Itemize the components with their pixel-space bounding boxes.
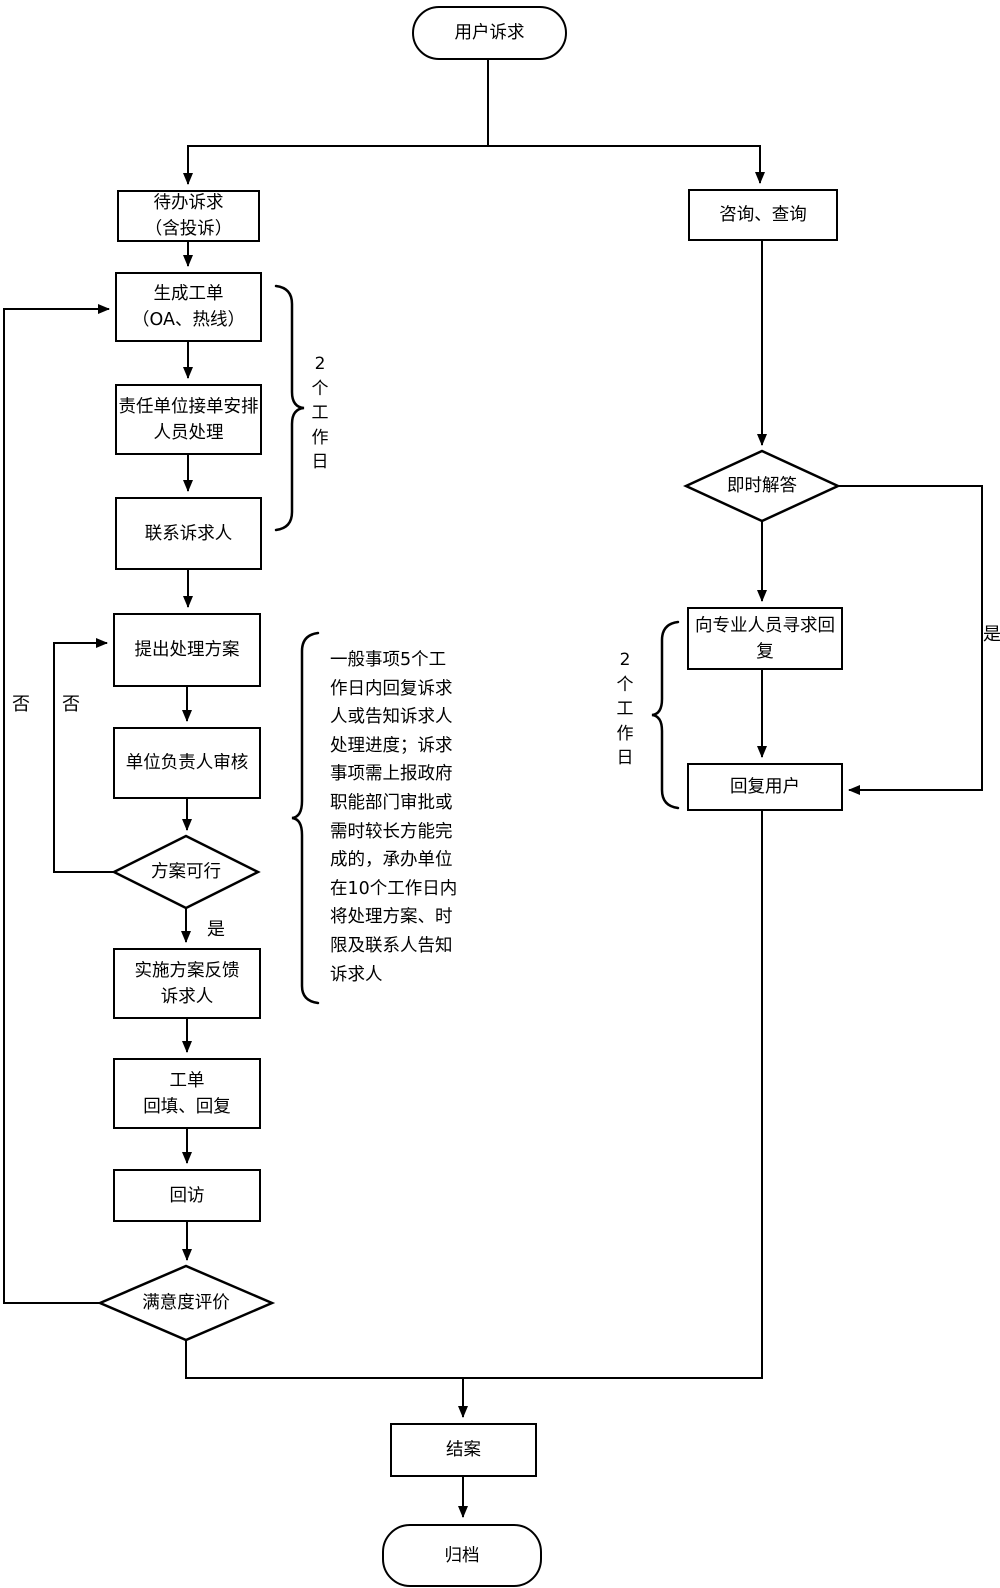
label-yes-instant: 是 <box>983 624 1000 645</box>
terminal-start: 用户诉求 <box>412 6 567 60</box>
diamond-label-feasible: 方案可行 <box>151 862 221 882</box>
edge-satisfaction-no-loop <box>3 304 110 1304</box>
annotation-braces <box>274 284 680 1005</box>
brace-annotation <box>291 631 320 1005</box>
flow-edges <box>3 60 983 1518</box>
box-leader-review: 单位负责人审核 <box>113 727 261 799</box>
annotation-processing-deadline: 一般事项5个工 作日内回复诉求 人或告知诉求人 处理进度；诉求 事项需上报政府 … <box>330 650 458 985</box>
edge-start-to-consult <box>488 145 765 184</box>
box-contact-requester: 联系诉求人 <box>115 497 262 570</box>
box-consult-query: 咨询、查询 <box>688 189 838 241</box>
box-pending-requests: 待办诉求 （含投诉） <box>117 190 260 242</box>
terminal-archive: 归档 <box>382 1524 542 1587</box>
box-seek-professional-reply: 向专业人员寻求回复 <box>687 607 843 670</box>
diamond-label-satisfaction: 满意度评价 <box>142 1293 230 1313</box>
box-workorder-reply: 工单 回填、回复 <box>113 1058 261 1129</box>
box-assign-staff: 责任单位接单安排 人员处理 <box>115 384 262 455</box>
label-no-inner-loop: 否 <box>62 694 80 715</box>
caption-2-workdays-right: 2 个 工 作 日 <box>616 650 634 768</box>
brace-left-2-days <box>274 284 305 532</box>
label-yes-feasible: 是 <box>207 919 225 940</box>
diamond-satisfaction <box>96 1264 276 1342</box>
decision-diamonds <box>96 449 841 1342</box>
diamond-feasible <box>111 834 261 910</box>
edge-start-to-pending <box>183 60 489 185</box>
label-no-outer-loop: 否 <box>12 694 30 715</box>
edge-feasible-no-loop <box>53 638 114 873</box>
box-propose-solution: 提出处理方案 <box>113 613 261 687</box>
box-implement-feedback: 实施方案反馈 诉求人 <box>113 948 261 1019</box>
edge-instant-yes-loop <box>838 485 983 795</box>
caption-2-workdays-left: 2 个 工 作 日 <box>311 354 329 472</box>
box-reply-user: 回复用户 <box>687 763 843 811</box>
diamond-label-instant-answer: 即时解答 <box>727 476 797 496</box>
box-generate-workorder: 生成工单 （OA、热线） <box>115 272 262 342</box>
brace-right-2-days <box>651 620 680 810</box>
edge-merge-line <box>185 811 763 1379</box>
box-close-case: 结案 <box>390 1423 537 1477</box>
box-revisit: 回访 <box>113 1169 261 1222</box>
diamond-instant <box>683 449 841 523</box>
